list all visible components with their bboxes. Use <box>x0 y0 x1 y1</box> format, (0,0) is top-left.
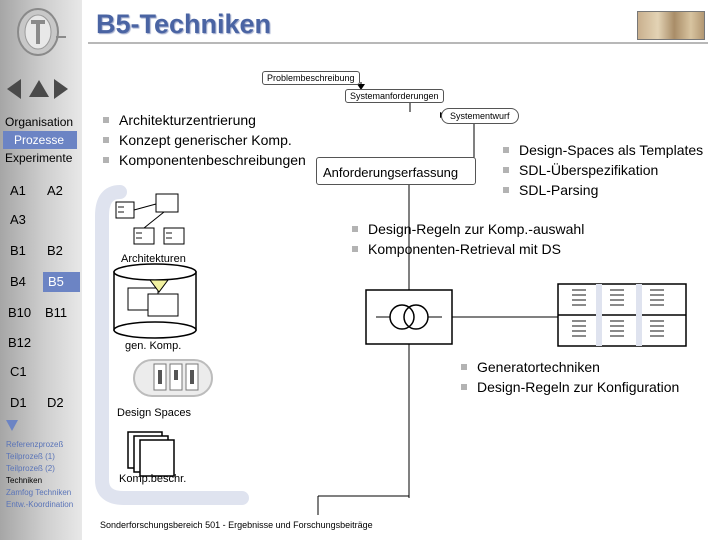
database-icon <box>113 263 197 339</box>
bullet-item: Komponentenbeschreibungen <box>103 150 306 170</box>
bullet-text: Komponenten-Retrieval mit DS <box>368 241 561 257</box>
bullet-item: SDL-Überspezifikation <box>503 160 703 180</box>
nav-project-b12[interactable]: B12 <box>8 335 32 350</box>
link-entw-koordination[interactable]: Entw.-Koordination <box>6 500 74 509</box>
anforderungserfassung-text: Anforderungserfassung <box>323 165 459 180</box>
label-architekturen: Architekturen <box>121 253 186 265</box>
nav-section-prozesse[interactable]: Prozesse <box>14 133 65 147</box>
documents-icon <box>127 431 175 477</box>
sidebar: Organisation Prozesse Experimente A1 A2 … <box>0 0 82 540</box>
nav-project-b5-highlight <box>43 272 80 292</box>
nav-project-b11[interactable]: B11 <box>45 305 68 320</box>
bullet-text: Konzept generischer Komp. <box>119 132 292 148</box>
design-space-icon <box>133 359 213 397</box>
bullet-text: Architekturzentrierung <box>119 112 256 128</box>
bullets-rules: Design-Regeln zur Komp.-auswahl Komponen… <box>352 219 584 259</box>
bullet-text: SDL-Überspezifikation <box>519 162 659 178</box>
bullet-item: Design-Regeln zur Komp.-auswahl <box>352 219 584 239</box>
nav-project-a1[interactable]: A1 <box>10 183 26 198</box>
bullet-item: Konzept generischer Komp. <box>103 130 306 150</box>
label-anforderungserfassung: Anforderungserfassung <box>316 157 476 185</box>
nav-project-b2[interactable]: B2 <box>47 243 63 258</box>
nav-project-b10[interactable]: B10 <box>8 305 32 320</box>
bullet-square-icon <box>503 187 509 193</box>
bullet-text: Komponentenbeschreibungen <box>119 152 306 168</box>
bullet-text: Generatortechniken <box>477 359 600 375</box>
label-design-spaces: Design Spaces <box>117 407 191 419</box>
arrow-right-icon[interactable] <box>54 79 68 99</box>
bullet-square-icon <box>103 157 109 163</box>
nav-project-a3[interactable]: A3 <box>10 212 26 227</box>
link-techniken[interactable]: Techniken <box>6 476 43 485</box>
bullet-item: Design-Spaces als Templates <box>503 140 703 160</box>
bullet-square-icon <box>352 226 358 232</box>
bullet-item: Komponenten-Retrieval mit DS <box>352 239 584 259</box>
slide-footer: Sonderforschungsbereich 501 - Ergebnisse… <box>100 520 373 530</box>
link-teilprozess-2[interactable]: Teilprozeß (2) <box>6 464 55 473</box>
nav-project-b4[interactable]: B4 <box>10 274 26 289</box>
bullet-square-icon <box>352 246 358 252</box>
bullet-text: Design-Spaces als Templates <box>519 142 704 158</box>
nav-section-experimente[interactable]: Experimente <box>5 151 73 165</box>
bullet-square-icon <box>103 117 109 123</box>
bullet-square-icon <box>503 147 509 153</box>
label-problembeschreibung: Problembeschreibung <box>262 71 360 85</box>
arrow-up-icon[interactable] <box>29 80 49 97</box>
bullets-design-spaces: Design-Spaces als Templates SDL-Überspez… <box>503 140 703 200</box>
bullet-item: Generatortechniken <box>461 357 679 377</box>
bullets-generator: Generatortechniken Design-Regeln zur Kon… <box>461 357 679 397</box>
painting-thumbnail-icon <box>637 11 705 40</box>
link-referenzprozess[interactable]: Referenzprozeß <box>6 440 64 449</box>
nav-project-d1[interactable]: D1 <box>10 395 27 410</box>
architecture-boxes-icon <box>115 193 185 245</box>
link-teilprozess-1[interactable]: Teilprozeß (1) <box>6 452 55 461</box>
link-zamfog-techniken[interactable]: Zamfog Techniken <box>6 488 72 497</box>
bullet-square-icon <box>503 167 509 173</box>
generator-transformer-icon <box>376 304 442 330</box>
bullet-item: Architekturzentrierung <box>103 110 306 130</box>
nav-section-highlight <box>3 131 77 149</box>
tu-logo-icon <box>12 6 68 58</box>
bullet-item: Design-Regeln zur Konfiguration <box>461 377 679 397</box>
nav-project-a2[interactable]: A2 <box>47 183 63 198</box>
arrow-down-icon[interactable] <box>6 420 18 431</box>
bullet-item: SDL-Parsing <box>503 180 703 200</box>
label-komp-beschr: Komp.beschr. <box>119 473 187 485</box>
nav-project-c1[interactable]: C1 <box>10 364 27 379</box>
bullet-text: Design-Regeln zur Konfiguration <box>477 379 680 395</box>
bullets-architecture: Architekturzentrierung Konzept generisch… <box>103 110 306 170</box>
template-grid-icon <box>557 283 687 347</box>
bullet-text: SDL-Parsing <box>519 182 599 198</box>
arrow-left-icon[interactable] <box>7 79 21 99</box>
artifact-chain <box>95 185 249 505</box>
nav-project-b5[interactable]: B5 <box>48 274 64 289</box>
nav-project-b1[interactable]: B1 <box>10 243 26 258</box>
label-gen-komp: gen. Komp. <box>125 340 182 352</box>
bullet-square-icon <box>461 384 467 390</box>
label-systemanforderungen: Systemanforderungen <box>345 89 444 103</box>
slide-title: B5-Techniken <box>96 9 272 39</box>
title-rule <box>88 42 708 44</box>
bullet-text: Design-Regeln zur Komp.-auswahl <box>368 221 585 237</box>
nav-project-d2[interactable]: D2 <box>47 395 64 410</box>
label-systementwurf: Systementwurf <box>441 108 519 124</box>
nav-section-organisation[interactable]: Organisation <box>5 115 74 129</box>
bullet-square-icon <box>461 364 467 370</box>
generator-group <box>365 283 687 347</box>
bullet-square-icon <box>103 137 109 143</box>
